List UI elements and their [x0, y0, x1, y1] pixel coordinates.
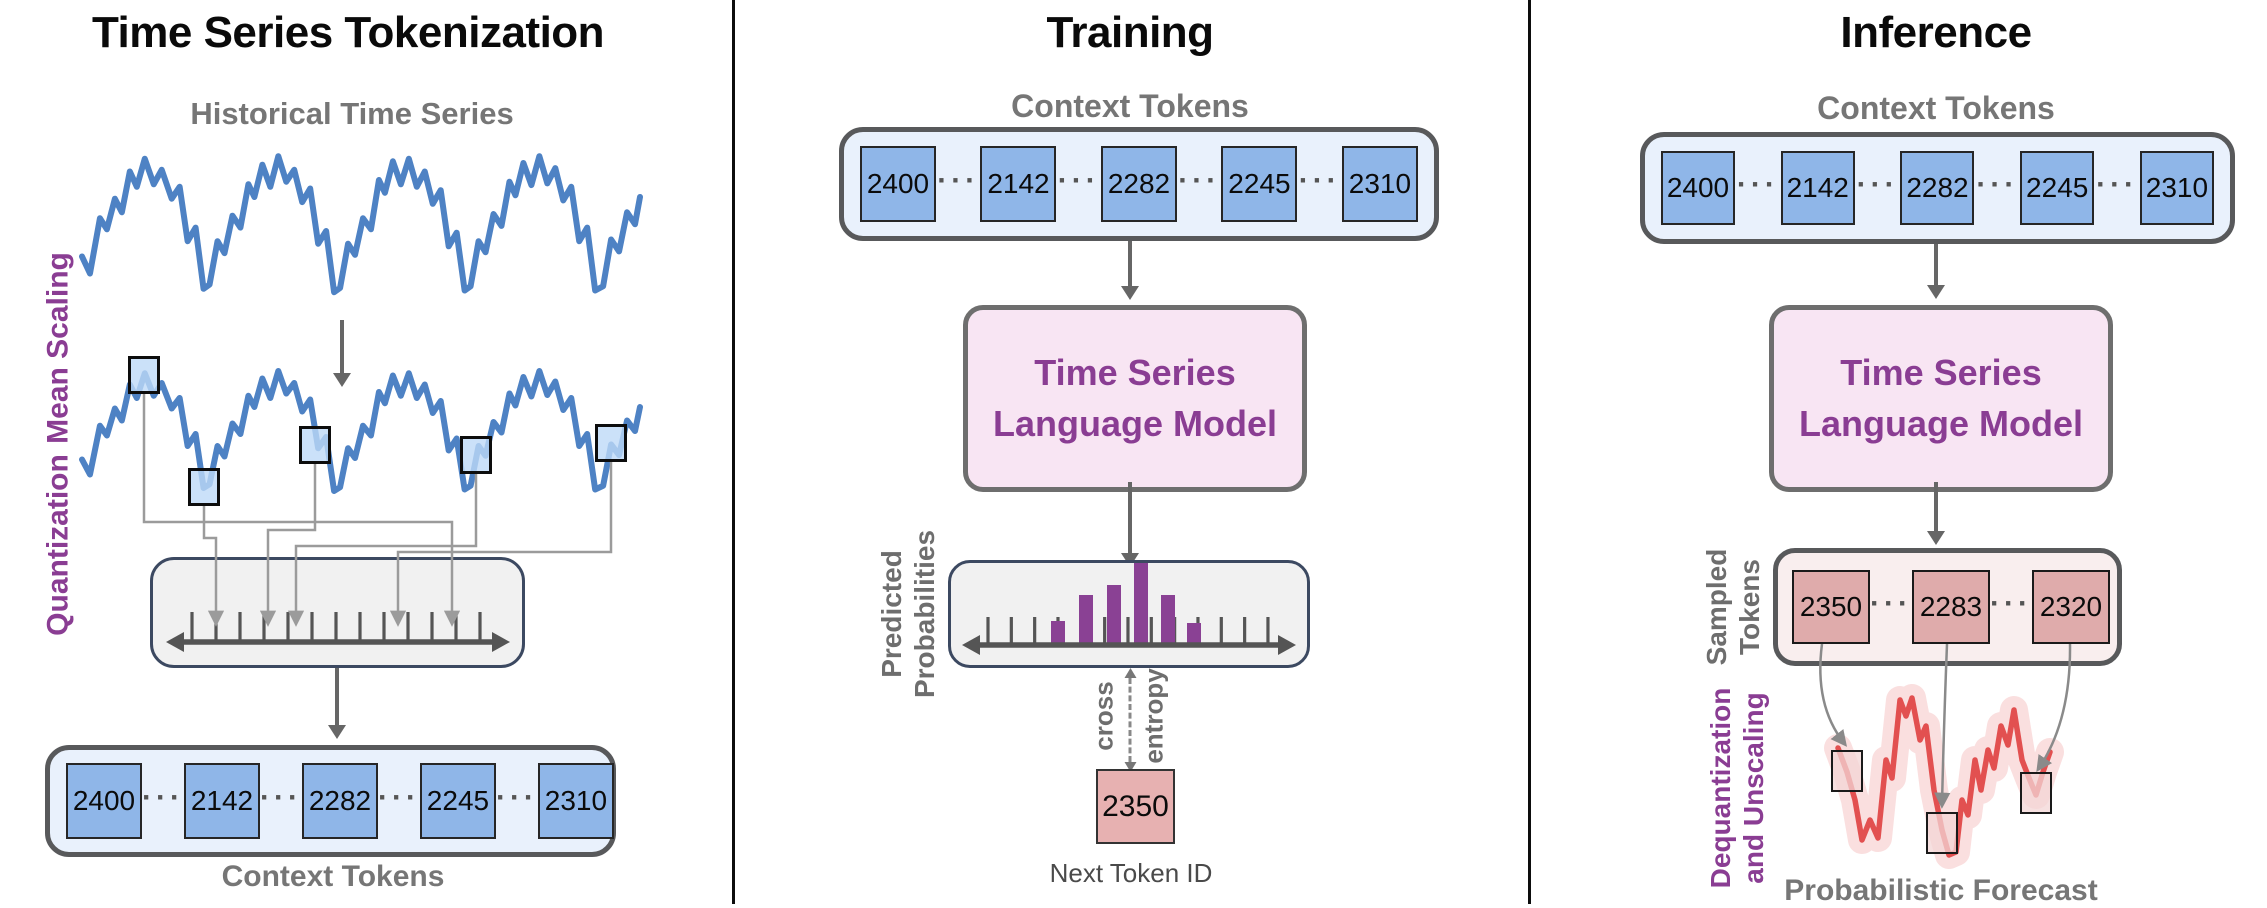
probabilistic-forecast-label: Probabilistic Forecast: [1784, 874, 2098, 907]
context-tokens-label: Context Tokens: [1011, 88, 1249, 124]
sampled-token: 2283: [1911, 570, 1990, 644]
token-highlight-box: [595, 424, 627, 462]
model-label-line1: Time Series: [1034, 352, 1236, 394]
quantization-box: [150, 557, 525, 668]
tokenization-title: Time Series Tokenization: [91, 8, 605, 57]
mean-scaling-label: Mean Scaling: [41, 252, 75, 444]
tokens-to-model-arrow: [1934, 244, 1938, 286]
panel-divider: [1528, 0, 1531, 904]
scaled-time-series-plot: [82, 362, 640, 512]
ellipsis: ···: [259, 781, 302, 814]
context-token: 2310: [537, 763, 614, 839]
ellipsis: ···: [142, 781, 184, 814]
model-to-probabilities-arrow: [1128, 482, 1132, 554]
model-label-line1: Time Series: [1840, 352, 2042, 394]
context-token: 2142: [980, 146, 1057, 222]
ellipsis: ···: [1976, 168, 2019, 201]
ellipsis: ···: [495, 781, 538, 814]
context-token: 2245: [2020, 151, 2095, 225]
context-token: 2245: [1221, 146, 1298, 222]
ellipsis: ···: [377, 781, 420, 814]
model-label-line2: Language Model: [1798, 402, 2083, 444]
context-token: 2142: [183, 763, 260, 839]
context-tokens-container: 2400···2142···2282···2245···2310: [45, 745, 616, 857]
dequantization-label: Dequantization and Unscaling: [1704, 687, 1769, 889]
forecast-sample-box: [1831, 750, 1863, 792]
sampled-token: 2350: [1792, 570, 1870, 644]
next-token-caption: Next Token ID: [1049, 858, 1213, 888]
training-title: Training: [1046, 8, 1214, 57]
quantization-label: Quantization: [41, 454, 75, 636]
token-highlight-box: [128, 356, 160, 394]
model-label-line2: Language Model: [992, 402, 1277, 444]
time-series-language-model-box: Time Series Language Model: [963, 305, 1307, 492]
time-series-language-model-box: Time Series Language Model: [1769, 305, 2113, 492]
quantization-to-tokens-arrow: [335, 668, 339, 726]
model-to-samples-arrow: [1934, 482, 1938, 532]
inference-title: Inference: [1840, 8, 2032, 57]
historical-series-label: Historical Time Series: [190, 96, 514, 131]
next-token-box: 2350: [1096, 769, 1175, 844]
forecast-sample-box: [1926, 812, 1958, 854]
context-token: 2142: [1780, 151, 1855, 225]
token-highlight-box: [299, 426, 331, 464]
sampled-tokens-container: 2350···2283···2320: [1773, 548, 2122, 666]
ellipsis: ···: [1856, 168, 1899, 201]
ellipsis: ···: [1736, 168, 1779, 201]
ellipsis: ···: [1989, 587, 2032, 620]
context-token: 2282: [301, 763, 378, 839]
context-tokens-label: Context Tokens: [221, 860, 445, 893]
ellipsis: ···: [1298, 164, 1341, 197]
token-highlight-box: [460, 436, 492, 474]
context-token: 2400: [66, 763, 142, 839]
context-token: 2282: [1100, 146, 1177, 222]
token-highlight-box: [188, 468, 220, 506]
quantization-connectors: [142, 394, 613, 627]
cross-entropy-label-word2: entropy: [1138, 668, 1169, 764]
context-token: 2400: [1661, 151, 1735, 225]
context-tokens-label: Context Tokens: [1817, 90, 2055, 126]
ellipsis: ···: [1057, 164, 1100, 197]
ellipsis: ···: [2096, 168, 2139, 201]
sampled-token: 2320: [2031, 570, 2110, 644]
context-token: 2310: [2139, 151, 2214, 225]
context-tokens-container: 2400···2142···2282···2245···2310: [839, 127, 1439, 241]
cross-entropy-arrow: [1124, 668, 1136, 772]
forecast-sample-box: [2020, 772, 2052, 814]
cross-entropy-label-word1: cross: [1088, 681, 1119, 751]
sampled-tokens-label: Sampled Tokens: [1700, 548, 1765, 666]
context-token: 2245: [419, 763, 496, 839]
ellipsis: ···: [1870, 587, 1912, 620]
predicted-probabilities-box: [948, 560, 1310, 668]
context-token: 2310: [1341, 146, 1418, 222]
historical-time-series-plot: [82, 146, 640, 316]
predicted-probabilities-label: Predicted Probabilities: [875, 529, 940, 699]
ellipsis: ···: [1178, 164, 1221, 197]
tokens-to-model-arrow: [1128, 241, 1132, 287]
panel-divider: [732, 0, 735, 904]
ellipsis: ···: [937, 164, 980, 197]
context-token: 2400: [860, 146, 936, 222]
mean-scaling-arrow: [340, 320, 344, 374]
context-token: 2282: [1900, 151, 1975, 225]
context-tokens-container: 2400···2142···2282···2245···2310: [1640, 132, 2235, 244]
